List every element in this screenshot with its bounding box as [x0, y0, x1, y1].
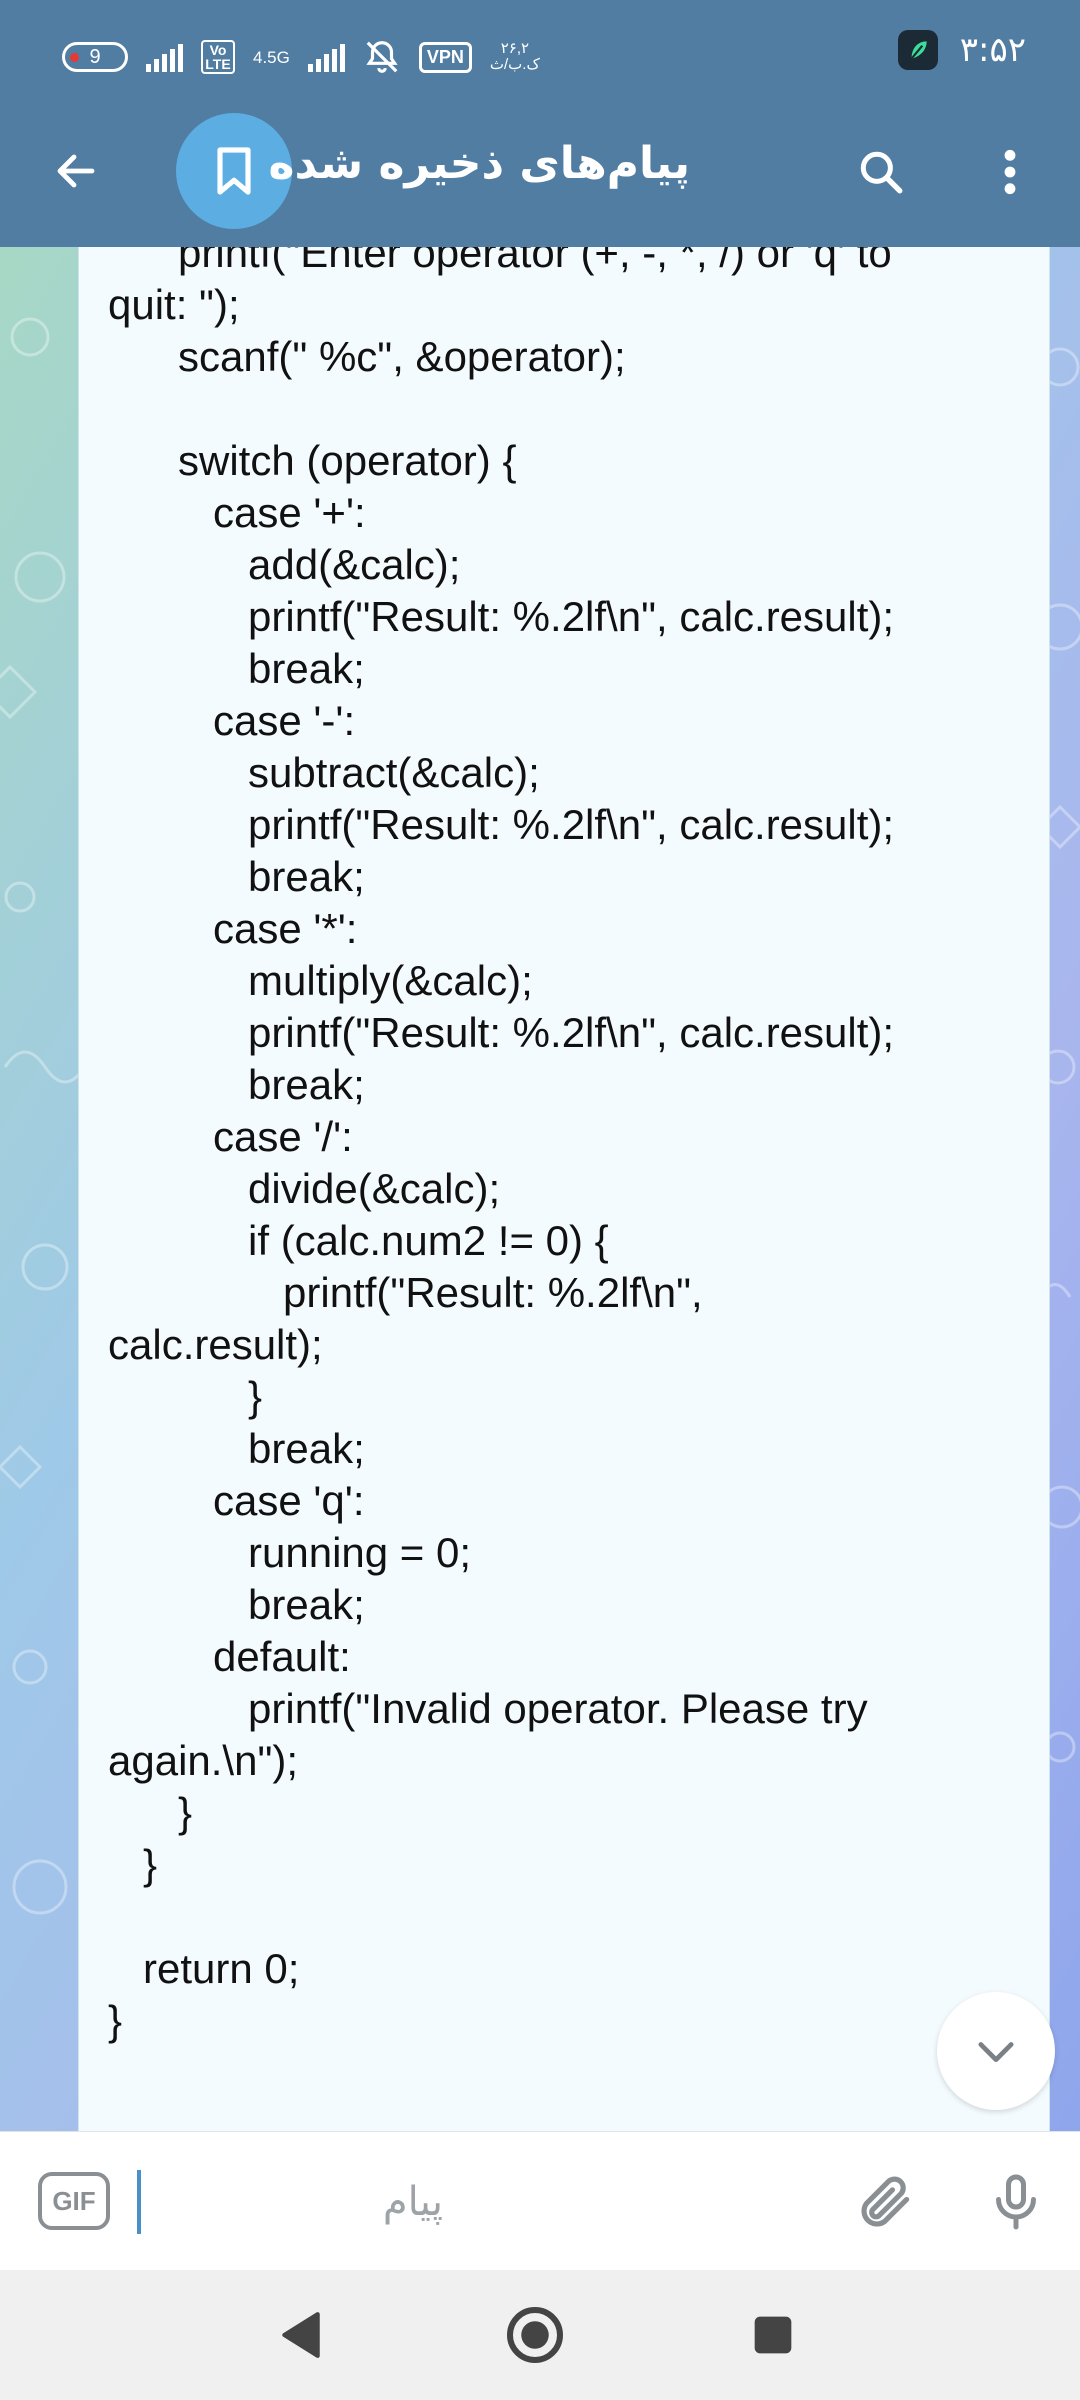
- status-bar: 9 Vo LTE 4.5G VPN ۲۶,۲ ک.ب/ث ۳:۵۲: [0, 0, 1080, 110]
- message-input-bar: GIF: [0, 2131, 1080, 2270]
- chat-area[interactable]: printf("Enter operator (+, -, *, /) or '…: [0, 247, 1080, 2131]
- speed-unit: ک.ب/ث: [489, 56, 540, 73]
- nav-recents-icon: [754, 2316, 792, 2354]
- nav-recents-button[interactable]: [736, 2298, 810, 2372]
- chat-title[interactable]: پیام‌های ذخیره شده: [268, 138, 690, 189]
- paperclip-icon: [861, 2176, 910, 2227]
- nav-back-icon: [282, 2312, 320, 2358]
- battery-level: 9: [89, 45, 101, 68]
- battery-icon: 9: [62, 42, 128, 72]
- speed-value: ۲۶,۲: [500, 40, 530, 57]
- search-icon: [860, 151, 903, 194]
- more-vertical-icon: [1004, 149, 1016, 195]
- scroll-down-button[interactable]: [937, 1992, 1055, 2110]
- message-text: printf("Enter operator (+, -, *, /) or '…: [108, 247, 895, 2044]
- system-nav-bar: [0, 2270, 1080, 2400]
- gif-button[interactable]: GIF: [38, 2172, 110, 2230]
- nav-home-icon: [507, 2307, 563, 2363]
- chevron-down-icon: [978, 2042, 1014, 2063]
- clock: ۳:۵۲: [959, 30, 1026, 70]
- nav-home-button[interactable]: [498, 2298, 572, 2372]
- voice-record-button[interactable]: [976, 2162, 1056, 2242]
- search-button[interactable]: [845, 136, 917, 208]
- signal-icon-secondary: [307, 42, 345, 72]
- status-right: ۳:۵۲: [897, 30, 1026, 70]
- more-options-button[interactable]: [980, 136, 1040, 208]
- text-caret: [137, 2170, 141, 2234]
- vpn-badge: VPN: [418, 41, 472, 73]
- muted-bell-icon: [366, 41, 398, 73]
- signal-icon: [146, 42, 183, 72]
- message-input[interactable]: [143, 2168, 443, 2236]
- back-arrow-icon: [57, 154, 95, 188]
- avatar[interactable]: [176, 113, 292, 229]
- bookmark-icon: [217, 147, 251, 195]
- microphone-icon: [996, 2174, 1036, 2230]
- volte-badge: Vo LTE: [201, 40, 235, 74]
- network-type: 4.5G: [253, 47, 290, 67]
- chat-header: پیام‌های ذخیره شده: [0, 110, 1080, 247]
- nav-back-button[interactable]: [264, 2298, 338, 2372]
- attach-button[interactable]: [846, 2162, 926, 2242]
- status-indicators: 9 Vo LTE 4.5G VPN ۲۶,۲ ک.ب/ث: [62, 34, 540, 80]
- app-notification-icon: [897, 30, 938, 70]
- back-button[interactable]: [40, 135, 112, 207]
- network-speed: ۲۶,۲ ک.ب/ث: [490, 41, 540, 73]
- message-bubble[interactable]: printf("Enter operator (+, -, *, /) or '…: [78, 247, 1050, 2131]
